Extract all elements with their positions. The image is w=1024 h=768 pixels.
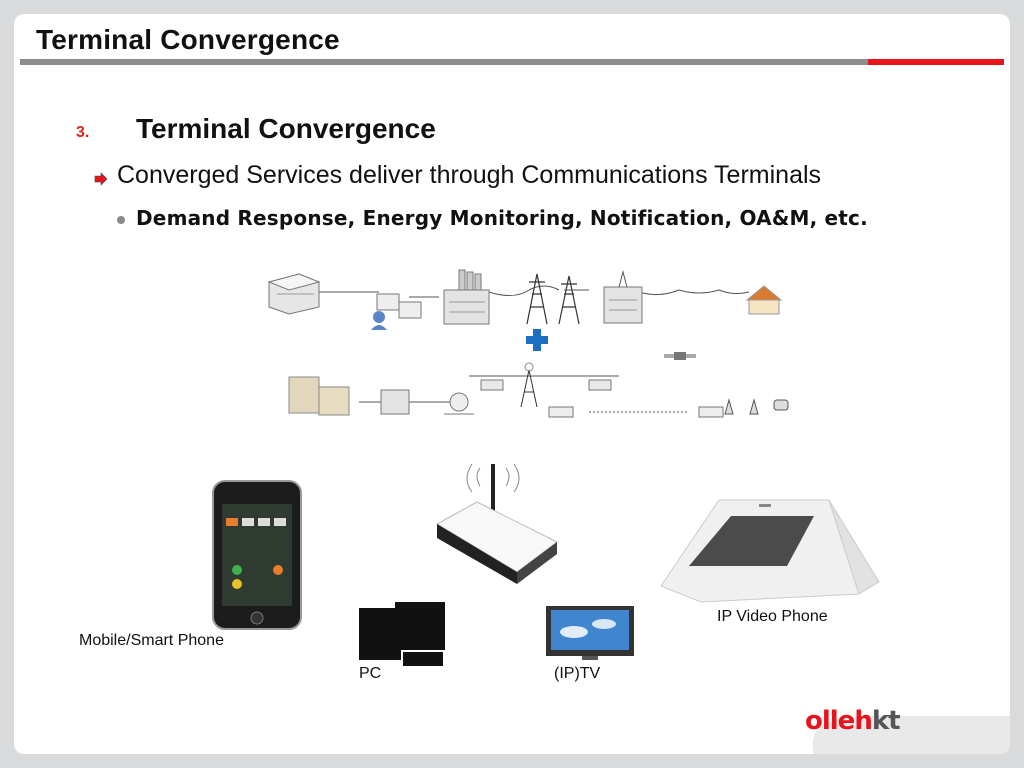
sensor-icon bbox=[724, 398, 789, 415]
satellite-icon bbox=[664, 352, 696, 360]
slide-title: Terminal Convergence bbox=[36, 24, 340, 55]
label-mobile-smart-phone: Mobile/Smart Phone bbox=[79, 632, 224, 649]
office-building-icon bbox=[267, 273, 321, 315]
radio-tower-icon bbox=[520, 362, 538, 408]
logo-kt: kt bbox=[871, 706, 901, 736]
ip-video-phone-image bbox=[660, 499, 880, 603]
smart-phone-image bbox=[212, 480, 302, 630]
logo-swoosh bbox=[812, 716, 1010, 754]
house-icon bbox=[745, 285, 783, 315]
power-plant-icon bbox=[443, 269, 490, 325]
bullet-level2: Demand Response, Energy Monitoring, Noti… bbox=[136, 206, 868, 230]
server-rack-icon bbox=[288, 376, 350, 416]
server-icon bbox=[380, 389, 410, 415]
gateway-icon bbox=[548, 406, 724, 418]
computer-terminals-icon bbox=[371, 293, 422, 330]
section-number: 3. bbox=[76, 124, 90, 141]
section-title: Terminal Convergence bbox=[136, 113, 436, 144]
olleh-kt-logo: ollehkt bbox=[805, 706, 901, 736]
arrow-bullet-icon bbox=[94, 172, 108, 186]
slide: Terminal Convergence 3. Terminal Converg… bbox=[14, 14, 1010, 754]
meter-icon bbox=[444, 392, 474, 415]
dot-bullet-icon bbox=[117, 216, 125, 224]
tv-image bbox=[546, 606, 634, 660]
title-rule-gray bbox=[20, 59, 868, 65]
wireless-router-image bbox=[435, 463, 558, 584]
logo-olleh: olleh bbox=[805, 706, 873, 736]
router-icon bbox=[480, 379, 612, 391]
label-iptv: (IP)TV bbox=[554, 665, 601, 682]
bullet-level1: Converged Services deliver through Commu… bbox=[117, 161, 822, 189]
network-diagram bbox=[267, 269, 789, 418]
transmission-tower-icon bbox=[526, 273, 580, 325]
label-pc: PC bbox=[359, 665, 382, 682]
title-rule-red bbox=[868, 59, 1004, 65]
plus-icon bbox=[526, 329, 548, 351]
pc-image bbox=[359, 602, 445, 666]
substation-icon bbox=[603, 270, 643, 324]
label-ip-video-phone: IP Video Phone bbox=[717, 608, 828, 625]
